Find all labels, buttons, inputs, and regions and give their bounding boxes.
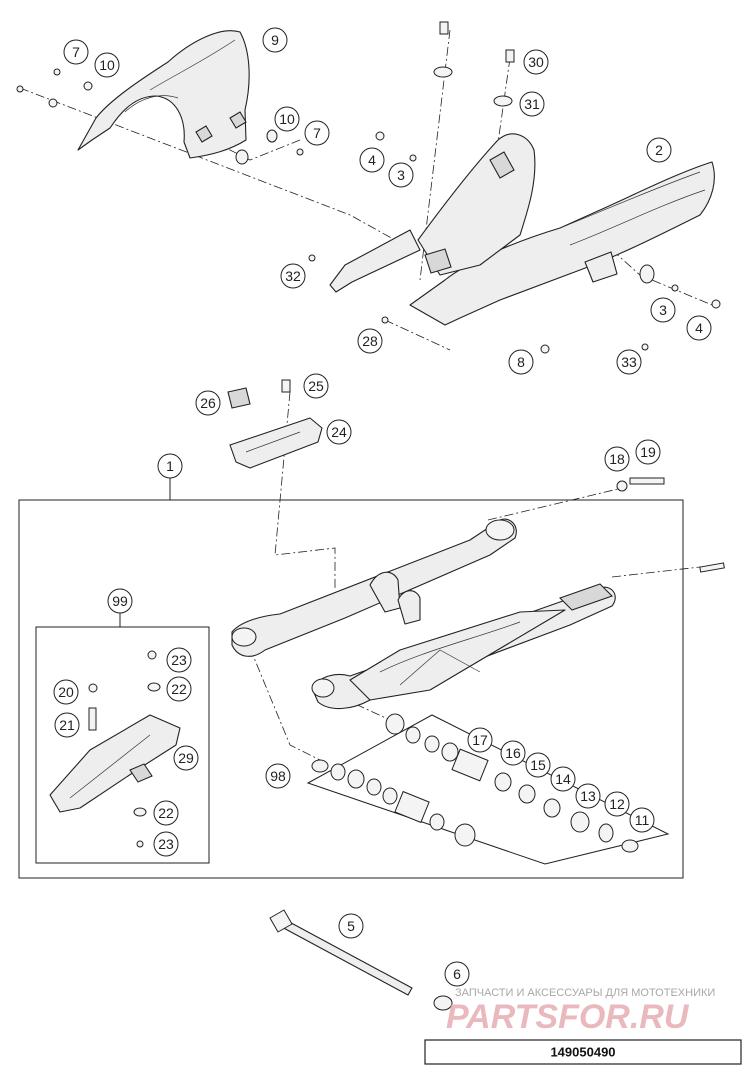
svg-text:20: 20 bbox=[58, 684, 74, 700]
callout-33: 33 bbox=[616, 349, 642, 375]
svg-text:30: 30 bbox=[528, 54, 544, 70]
svg-text:25: 25 bbox=[308, 378, 324, 394]
svg-text:32: 32 bbox=[285, 268, 301, 284]
svg-text:33: 33 bbox=[621, 354, 637, 370]
callout-14: 14 bbox=[550, 766, 576, 792]
svg-text:29: 29 bbox=[178, 750, 194, 766]
callout-22b: 22 bbox=[153, 800, 179, 826]
callout-23b: 23 bbox=[153, 831, 179, 857]
callout-10a: 10 bbox=[94, 52, 120, 78]
svg-text:99: 99 bbox=[112, 593, 128, 609]
callout-24: 24 bbox=[326, 419, 352, 445]
drawing-code-box bbox=[424, 1039, 742, 1065]
callout-98: 98 bbox=[265, 763, 291, 789]
watermark-brand: PARTSFOR.RU bbox=[446, 998, 690, 1036]
callout-4a: 4 bbox=[359, 147, 385, 173]
swingarm-part bbox=[231, 518, 616, 710]
svg-text:98: 98 bbox=[270, 768, 286, 784]
callout-25: 25 bbox=[303, 373, 329, 399]
svg-text:7: 7 bbox=[72, 44, 80, 60]
svg-text:22: 22 bbox=[171, 681, 187, 697]
svg-text:17: 17 bbox=[472, 732, 488, 748]
callout-99: 99 bbox=[107, 588, 133, 614]
callout-12: 12 bbox=[604, 791, 630, 817]
callout-30: 30 bbox=[523, 49, 549, 75]
callout-18: 18 bbox=[604, 446, 630, 472]
svg-text:24: 24 bbox=[331, 424, 347, 440]
callout-13: 13 bbox=[575, 783, 601, 809]
svg-text:14: 14 bbox=[555, 771, 571, 787]
callout-3a: 3 bbox=[388, 162, 414, 188]
callout-11: 11 bbox=[629, 807, 655, 833]
callout-26: 26 bbox=[195, 390, 221, 416]
callout-16: 16 bbox=[500, 740, 526, 766]
callout-4b: 4 bbox=[686, 315, 712, 341]
callout-3b: 3 bbox=[650, 297, 676, 323]
callout-9: 9 bbox=[262, 27, 288, 53]
svg-text:4: 4 bbox=[368, 152, 376, 168]
watermark-tagline: ЗАПЧАСТИ И АКСЕССУАРЫ ДЛЯ МОТОТЕХНИКИ bbox=[455, 987, 715, 999]
callout-20: 20 bbox=[53, 679, 79, 705]
svg-text:16: 16 bbox=[505, 745, 521, 761]
callout-2: 2 bbox=[646, 137, 672, 163]
callout-32: 32 bbox=[280, 263, 306, 289]
chain-guide-part bbox=[49, 714, 181, 813]
svg-text:2: 2 bbox=[655, 142, 663, 158]
swingarm-assembly-frame bbox=[18, 499, 684, 879]
svg-text:5: 5 bbox=[347, 918, 355, 934]
svg-text:26: 26 bbox=[200, 395, 216, 411]
svg-text:7: 7 bbox=[313, 125, 321, 141]
callout-8: 8 bbox=[508, 349, 534, 375]
svg-text:11: 11 bbox=[635, 812, 650, 828]
chain-guard-part bbox=[409, 133, 715, 326]
callout-10b: 10 bbox=[274, 106, 300, 132]
svg-text:28: 28 bbox=[362, 333, 378, 349]
svg-text:9: 9 bbox=[271, 32, 279, 48]
svg-text:18: 18 bbox=[609, 451, 625, 467]
svg-text:10: 10 bbox=[279, 111, 295, 127]
callout-17: 17 bbox=[467, 727, 493, 753]
callout-15: 15 bbox=[525, 752, 551, 778]
svg-text:6: 6 bbox=[453, 966, 461, 982]
callout-7b: 7 bbox=[304, 120, 330, 146]
svg-text:23: 23 bbox=[158, 836, 174, 852]
svg-text:15: 15 bbox=[530, 757, 546, 773]
svg-text:23: 23 bbox=[171, 652, 187, 668]
svg-text:8: 8 bbox=[517, 354, 525, 370]
callout-21: 21 bbox=[54, 712, 80, 738]
callout-29: 29 bbox=[173, 745, 199, 771]
leader-lines bbox=[19, 29, 713, 761]
svg-text:21: 21 bbox=[59, 717, 75, 733]
svg-text:3: 3 bbox=[397, 167, 405, 183]
svg-text:4: 4 bbox=[695, 320, 703, 336]
fender-bracket-part bbox=[329, 229, 421, 293]
svg-text:19: 19 bbox=[640, 444, 656, 460]
svg-text:12: 12 bbox=[609, 796, 625, 812]
swingarm-axle-part bbox=[269, 909, 453, 1011]
callout-31: 31 bbox=[519, 91, 545, 117]
callout-7a: 7 bbox=[63, 39, 89, 65]
svg-text:31: 31 bbox=[524, 96, 540, 112]
chain-guide-kit-frame bbox=[35, 626, 210, 864]
callout-28: 28 bbox=[357, 328, 383, 354]
callout-6: 6 bbox=[444, 961, 470, 987]
callout-23a: 23 bbox=[166, 647, 192, 673]
hardware-items bbox=[16, 21, 725, 853]
rear-fender-part bbox=[77, 30, 250, 159]
svg-text:1: 1 bbox=[166, 458, 174, 474]
svg-text:22: 22 bbox=[158, 805, 174, 821]
svg-text:13: 13 bbox=[580, 788, 596, 804]
chain-slider-part bbox=[227, 387, 323, 469]
callout-1: 1 bbox=[157, 453, 183, 479]
svg-text:10: 10 bbox=[99, 57, 115, 73]
drawing-code: 149050490 bbox=[550, 1045, 615, 1060]
callout-19: 19 bbox=[635, 439, 661, 465]
svg-text:3: 3 bbox=[659, 302, 667, 318]
callout-22a: 22 bbox=[166, 676, 192, 702]
callout-5: 5 bbox=[338, 913, 364, 939]
